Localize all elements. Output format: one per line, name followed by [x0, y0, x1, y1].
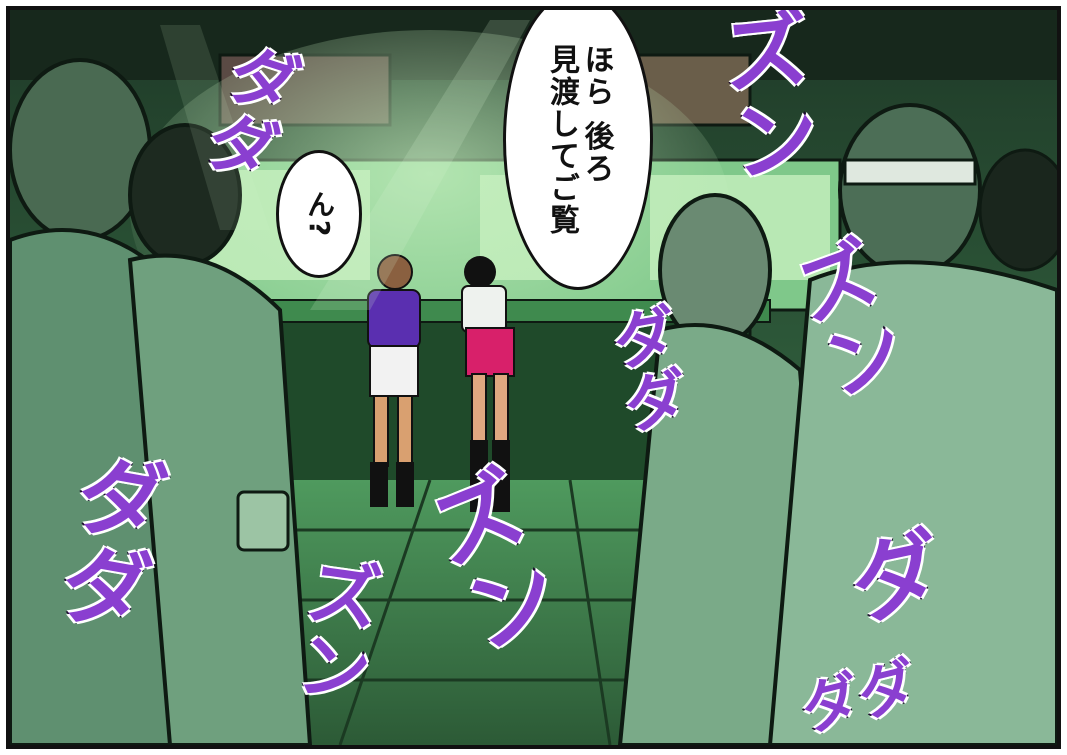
speech-bubble-main: ほら 後ろ 見渡してご覧 [503, 10, 653, 290]
man-with-headband [767, 103, 1057, 745]
woman-purple-top [367, 254, 421, 507]
speech-line-2: 見渡してご覧 [544, 44, 579, 236]
woman-red-skirt [461, 256, 515, 512]
speech-line-1: ほら 後ろ [578, 44, 614, 185]
comic-panel: ほら 後ろ 見渡してご覧 ん? ダダ ズン ズン ダダ ダダ ズン ズン ダ ダ… [6, 6, 1061, 749]
sfx-zun-top-right: ズン [702, 6, 826, 188]
speech-bubble-small: ん? [276, 150, 362, 278]
speech-small-text: ん? [303, 189, 337, 239]
sfx-zun-bottom-center-2: ズン [279, 548, 388, 710]
man-foreground-left [10, 58, 313, 745]
